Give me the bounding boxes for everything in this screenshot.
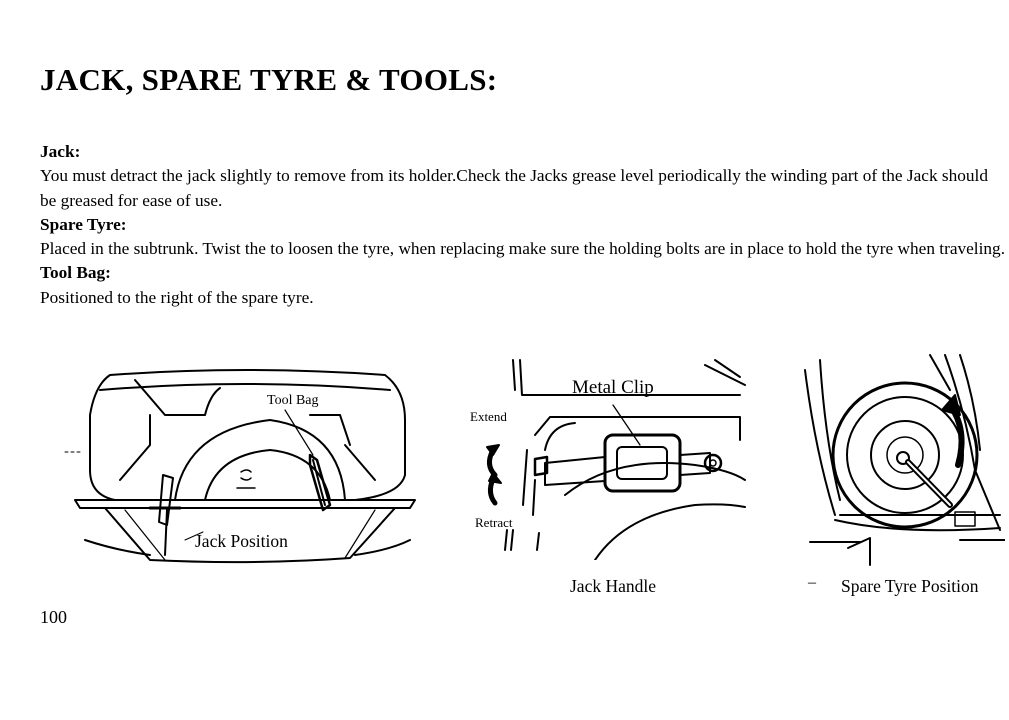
section-text-jack: You must detract the jack slightly to re… [40,166,989,210]
jack-handle-caption: Jack Handle [570,576,657,596]
metal-clip-label: Metal Clip [572,377,654,398]
section-heading-spare-tyre: Spare Tyre: [40,214,127,234]
tool-bag-label: Tool Bag [267,393,319,408]
page-title: JACK, SPARE TYRE & TOOLS: [40,62,498,97]
trunk-drawing [64,369,416,564]
jack-drawing [486,359,746,560]
jack-illustration: Metal Clip Extend Retract [465,355,755,560]
section-heading-tool-bag: Tool Bag: [40,263,111,283]
spare-tyre-illustration [800,350,1005,575]
retract-label: Retract [475,515,513,530]
jack-position-label: Jack Position [195,531,288,551]
spare-tyre-position-caption: Spare Tyre Position [841,576,979,596]
trunk-illustration: Tool Bag Jack Position [55,360,425,575]
body-text: Jack: You must detract the jack slightly… [40,140,1005,310]
section-text-tool-bag: Positioned to the right of the spare tyr… [40,287,314,307]
spare-tyre-drawing [804,354,1005,566]
section-heading-jack: Jack: [40,142,81,161]
spare-tyre-caption-dash: – [808,574,816,591]
section-text-spare-tyre: Placed in the subtrunk. Twist the to loo… [40,239,1006,259]
page-number: 100 [40,607,67,627]
extend-label: Extend [470,409,507,424]
